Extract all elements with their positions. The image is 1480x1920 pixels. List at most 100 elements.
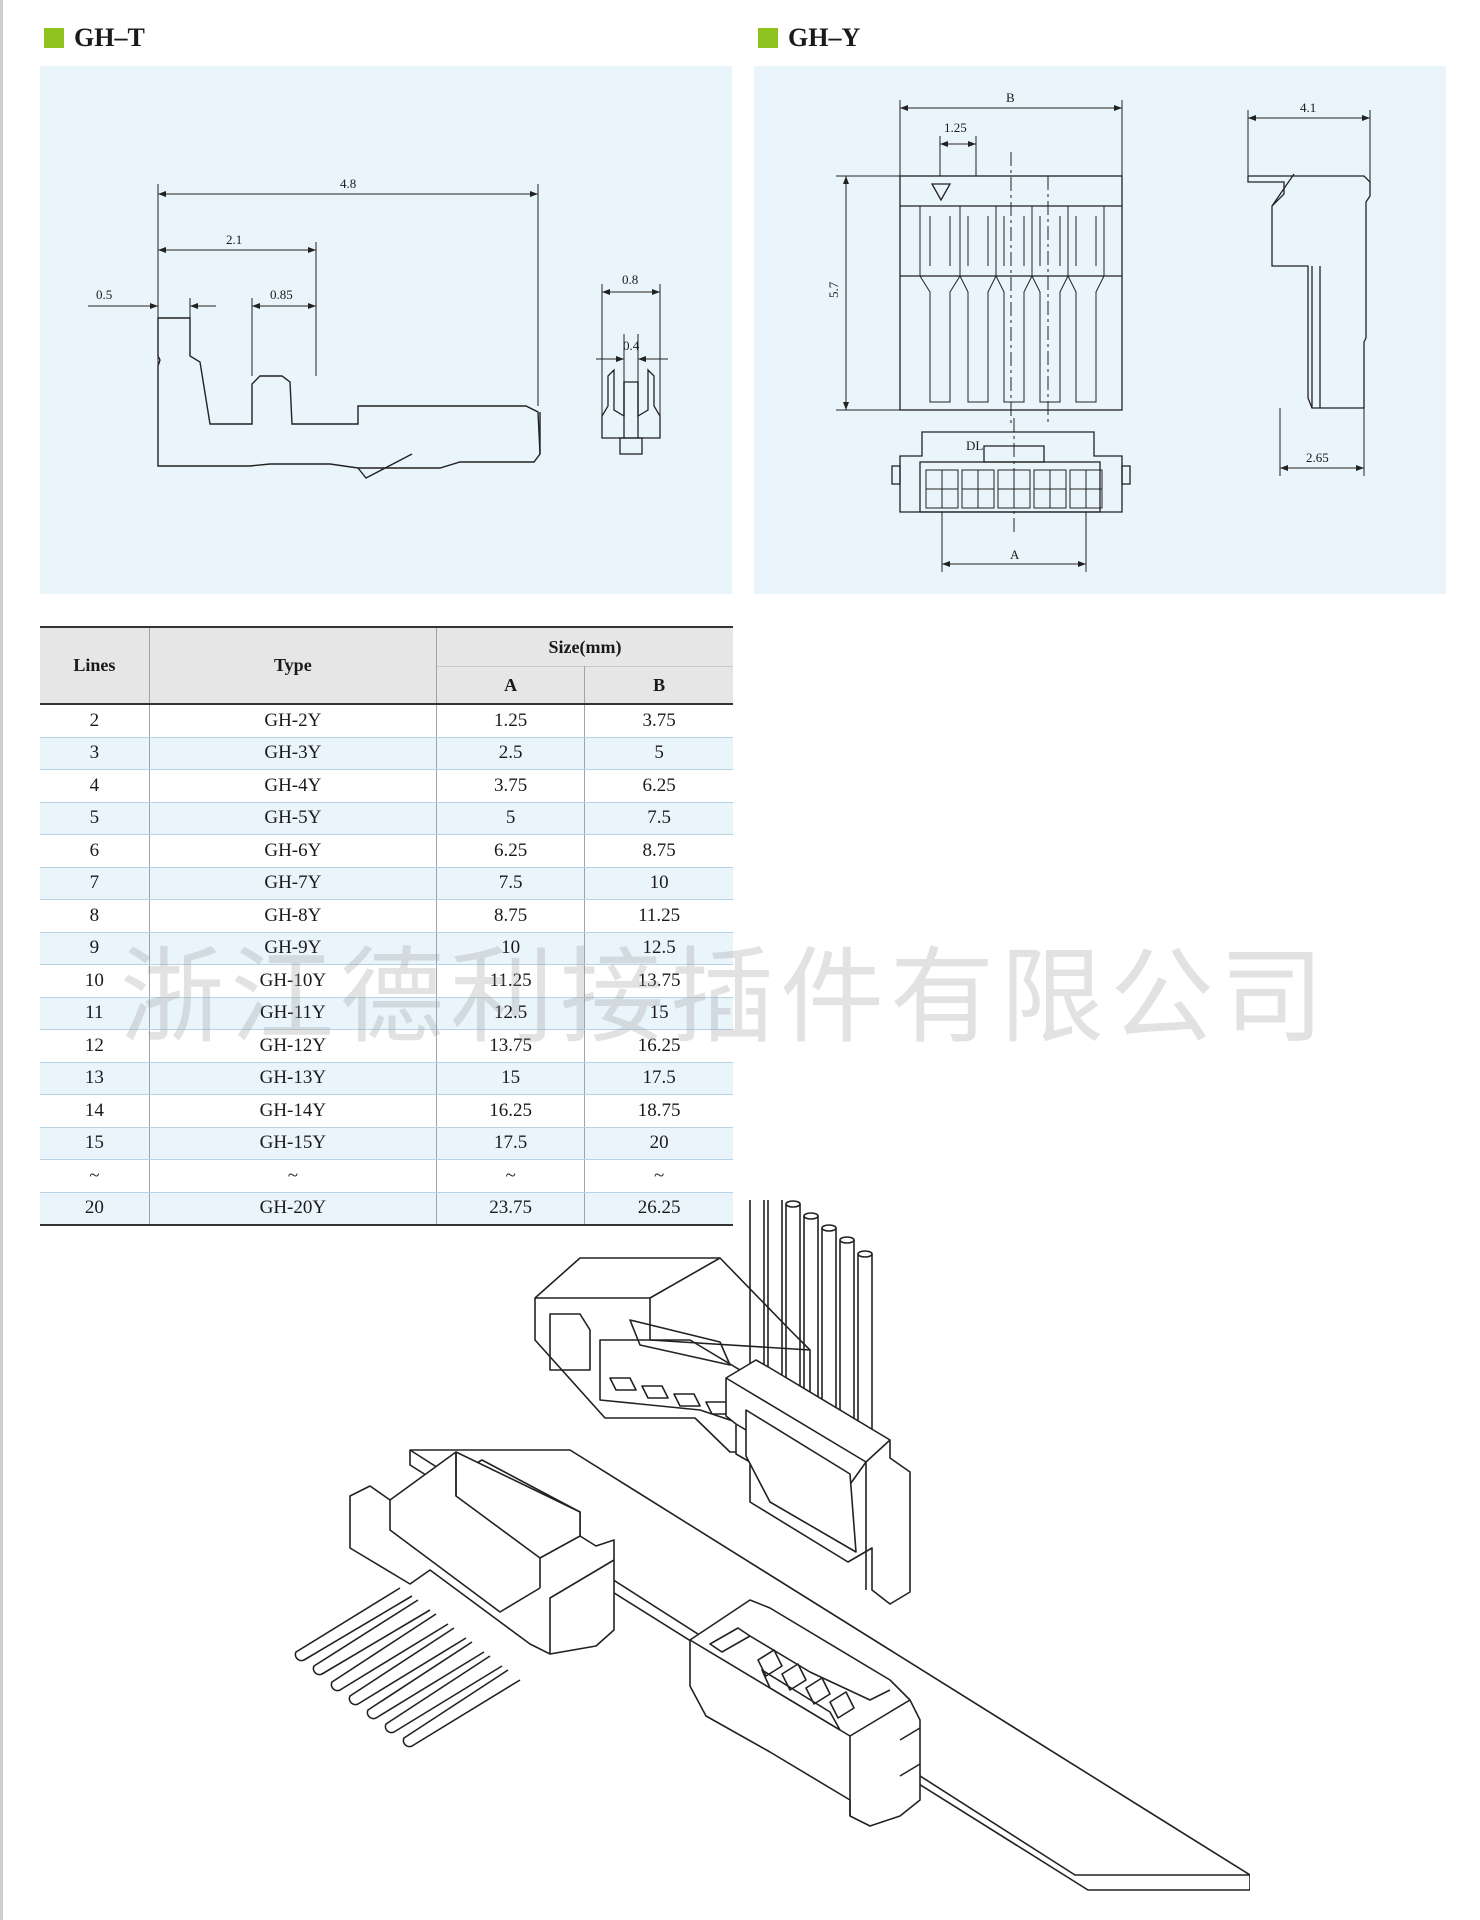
cell-size-b: 26.25	[584, 1192, 733, 1226]
cell-size-b: 15	[584, 997, 733, 1030]
gh-y-drawing-panel: B 1.25 5.7 4.1 2.65	[754, 66, 1446, 594]
cell-size-a: 23.75	[436, 1192, 586, 1226]
cell-size-b: 8.75	[584, 834, 733, 868]
dim-lock: 2.65	[1306, 450, 1329, 465]
dim-inner: 0.4	[623, 338, 640, 353]
cell-size-b: 11.25	[584, 899, 733, 933]
cell-size-b: 5	[584, 737, 733, 770]
cell-size-a: 1.25	[436, 704, 586, 738]
green-square-icon	[758, 28, 778, 48]
cell-size-b: 20	[584, 1127, 733, 1160]
cell-lines: 9	[40, 932, 150, 965]
cell-lines: 15	[40, 1127, 150, 1160]
cell-lines: 8	[40, 899, 150, 933]
cell-size-a: 5	[436, 802, 586, 835]
table-subheader-row: A B	[40, 666, 733, 704]
connector-assembly-illustration	[294, 1200, 1250, 1891]
cell-lines: 2	[40, 704, 150, 738]
cell-size-b: 13.75	[584, 964, 733, 998]
cell-size-a: 16.25	[436, 1094, 586, 1128]
cell-lines: 14	[40, 1094, 150, 1128]
cell-size-a: 13.75	[436, 1029, 586, 1063]
cell-lines: 3	[40, 737, 150, 770]
cell-size-b: 16.25	[584, 1029, 733, 1063]
section-title-text: GH–Y	[788, 23, 861, 52]
page-left-border	[0, 0, 3, 1920]
header-type: Type	[149, 626, 438, 704]
cell-type: ~	[149, 1159, 438, 1193]
cell-lines: 13	[40, 1062, 150, 1095]
cell-size-b: ~	[584, 1159, 733, 1193]
cell-size-a: 8.75	[436, 899, 586, 933]
cell-type: GH-12Y	[149, 1029, 438, 1063]
dim-depth: 4.1	[1300, 100, 1316, 115]
cell-type: GH-11Y	[149, 997, 438, 1030]
cell-type: GH-5Y	[149, 802, 438, 835]
dim-a: A	[1010, 547, 1020, 562]
cell-type: GH-14Y	[149, 1094, 438, 1128]
cell-size-a: ~	[436, 1159, 586, 1193]
gh-t-drawing-panel: 4.8 2.1 0.5 0.85 0.8 0.4	[40, 66, 732, 594]
header-b: B	[584, 666, 733, 704]
cell-lines: 11	[40, 997, 150, 1030]
cell-size-b: 18.75	[584, 1094, 733, 1128]
cell-lines: 5	[40, 802, 150, 835]
cell-size-a: 2.5	[436, 737, 586, 770]
cell-type: GH-13Y	[149, 1062, 438, 1095]
cell-type: GH-10Y	[149, 964, 438, 998]
table-header-row: Lines Type Size(mm)	[40, 626, 733, 704]
dim-width: 0.8	[622, 272, 638, 287]
cell-size-a: 15	[436, 1062, 586, 1095]
cell-lines: 20	[40, 1192, 150, 1226]
dim-height: 5.7	[826, 281, 841, 298]
header-a: A	[436, 666, 586, 704]
table-row: ~~~~	[40, 1159, 733, 1193]
cell-lines: ~	[40, 1159, 150, 1193]
cell-size-a: 12.5	[436, 997, 586, 1030]
cell-size-b: 10	[584, 867, 733, 900]
cell-lines: 4	[40, 769, 150, 803]
gh-y-housing-drawing: B 1.25 5.7 4.1 2.65	[826, 90, 1371, 572]
cell-type: GH-4Y	[149, 769, 438, 803]
section-title-text: GH–T	[74, 23, 145, 52]
cell-size-a: 6.25	[436, 834, 586, 868]
cell-size-a: 10	[436, 932, 586, 965]
section-title-gh-t: GH–T	[44, 22, 145, 54]
cell-type: GH-6Y	[149, 834, 438, 868]
cell-size-b: 17.5	[584, 1062, 733, 1095]
cell-lines: 6	[40, 834, 150, 868]
cell-type: GH-8Y	[149, 899, 438, 933]
header-lines: Lines	[40, 626, 150, 704]
dim-crimp: 2.1	[226, 232, 242, 247]
cell-type: GH-7Y	[149, 867, 438, 900]
section-title-gh-y: GH–Y	[758, 22, 860, 54]
cell-lines: 7	[40, 867, 150, 900]
cell-type: GH-9Y	[149, 932, 438, 965]
dim-pitch: 1.25	[944, 120, 967, 135]
dim-tip: 0.5	[96, 287, 112, 302]
cell-type: GH-2Y	[149, 704, 438, 738]
cell-size-b: 7.5	[584, 802, 733, 835]
dim-gap: 0.85	[270, 287, 293, 302]
header-size: Size(mm)	[436, 626, 733, 667]
dim-total: 4.8	[340, 176, 356, 191]
cell-type: GH-3Y	[149, 737, 438, 770]
mark-dl: DL	[966, 438, 983, 453]
cell-size-a: 17.5	[436, 1127, 586, 1160]
cell-lines: 10	[40, 964, 150, 998]
cell-size-a: 7.5	[436, 867, 586, 900]
